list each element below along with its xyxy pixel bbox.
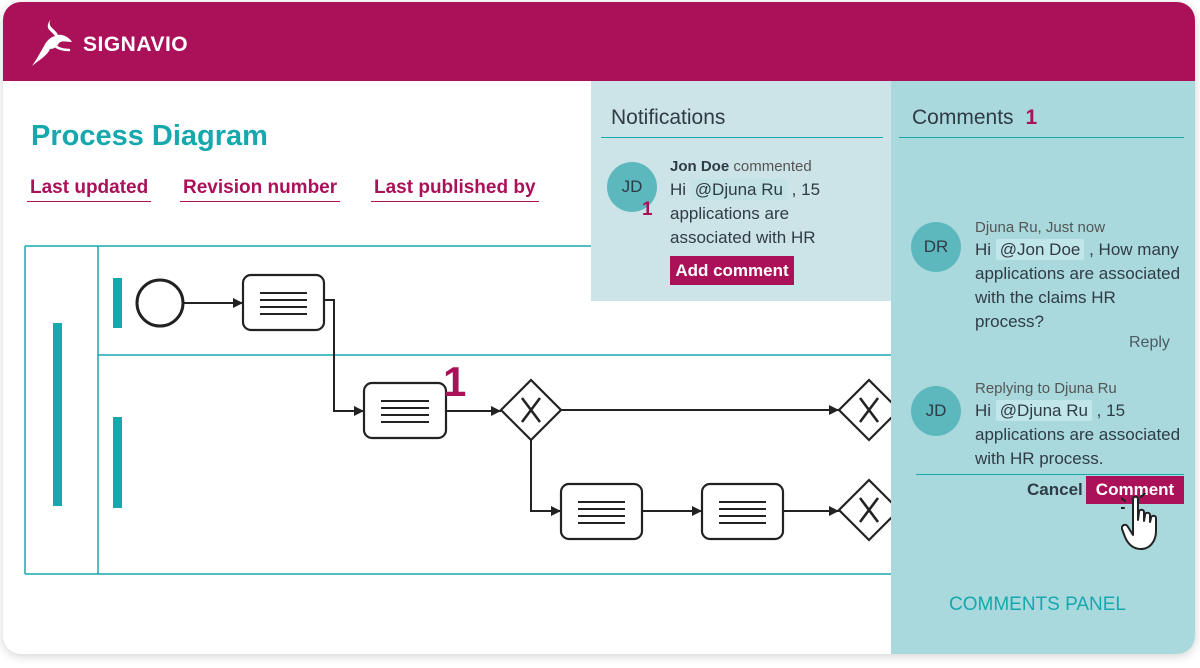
notification-action: commented (733, 158, 812, 175)
exclusive-gateway[interactable] (837, 478, 901, 542)
comments-divider (899, 137, 1184, 138)
notifications-panel: Notifications JD 1 Jon Doe commented Hi … (591, 81, 891, 301)
notification-count-badge: 1 (642, 199, 653, 220)
task-box[interactable] (559, 482, 644, 541)
app-window: SIGNAVIO Process Diagram Last updated Re… (3, 2, 1195, 654)
notifications-divider (601, 137, 883, 138)
task-box[interactable] (700, 482, 785, 541)
hand-cursor-icon (1121, 493, 1157, 550)
notification-meta: Jon Doe commented (670, 158, 812, 175)
sequence-flows (183, 298, 839, 516)
antelope-logo-icon (32, 19, 72, 66)
pool-label-bar (53, 323, 62, 506)
lane-label-bar (113, 278, 122, 328)
brand-name: SIGNAVIO (83, 33, 189, 56)
process-diagram-canvas: 1 (24, 245, 901, 575)
reply-input[interactable]: Hi @Djuna Ru , 15 applications are assoc… (975, 400, 1181, 468)
cancel-button[interactable]: Cancel (1027, 480, 1083, 499)
comments-panel-caption: COMMENTS PANEL (949, 594, 1127, 615)
comment-meta: Djuna Ru, Just now (975, 219, 1106, 236)
task-box[interactable] (362, 381, 448, 440)
lane-label-bar (113, 417, 122, 508)
last-updated-link[interactable]: Last updated (27, 177, 152, 202)
comment-text: Hi @Jon Doe , How many applications are … (975, 239, 1181, 331)
top-bar: SIGNAVIO (3, 2, 1195, 81)
reply-link[interactable]: Reply (1129, 334, 1170, 351)
task-box[interactable] (241, 273, 326, 332)
avatar: JD (607, 162, 657, 212)
mention-tag[interactable]: @Jon Doe (995, 239, 1085, 260)
page-title: Process Diagram (31, 120, 268, 152)
avatar: DR (911, 222, 961, 272)
notification-author: Jon Doe (670, 158, 730, 175)
exclusive-gateway[interactable] (837, 378, 901, 442)
task-comment-badge: 1 (443, 358, 466, 405)
mention-tag[interactable]: @Djuna Ru (690, 179, 787, 200)
comments-heading: Comments 1 (912, 106, 1037, 130)
last-published-by-link[interactable]: Last published by (371, 177, 539, 202)
avatar: JD (911, 386, 961, 436)
start-event[interactable] (135, 278, 185, 328)
comments-title: Comments (912, 106, 1014, 129)
comment-submit-button[interactable]: Comment (1086, 476, 1184, 504)
comments-count-badge: 1 (1025, 106, 1038, 129)
revision-number-link[interactable]: Revision number (180, 177, 341, 202)
reply-input-underline (916, 474, 1184, 475)
add-comment-button[interactable]: Add comment (670, 256, 794, 285)
exclusive-gateway[interactable] (499, 378, 563, 442)
mention-tag[interactable]: @Djuna Ru (995, 400, 1092, 421)
notifications-heading: Notifications (611, 106, 726, 129)
comments-panel: Comments 1 DR Djuna Ru, Just now Hi @Jon … (891, 81, 1195, 654)
reply-meta: Replying to Djuna Ru (975, 380, 1117, 397)
